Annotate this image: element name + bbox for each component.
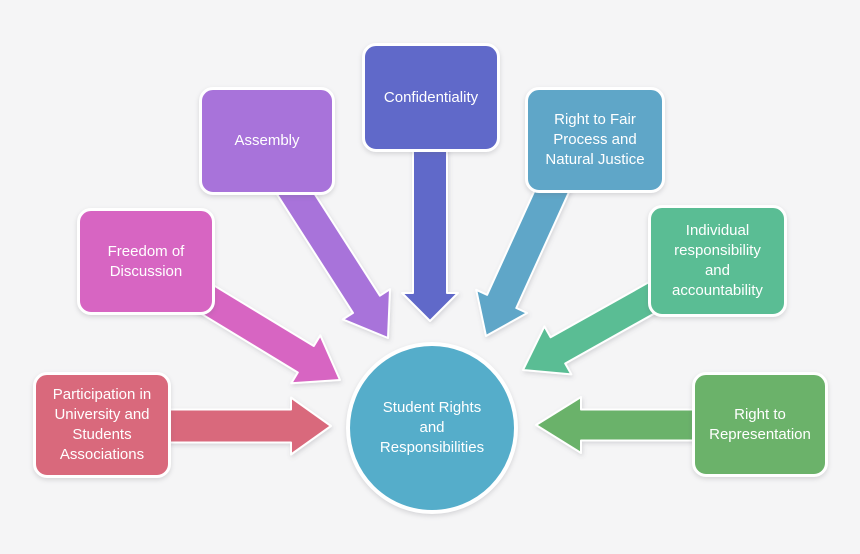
node-center-student-rights: Student Rights and Responsibilities [346,342,518,514]
node-representation: Right to Representation [692,372,828,477]
node-fair-process-label: Right to Fair Process and Natural Justic… [545,111,645,168]
node-fair-process: Right to Fair Process and Natural Justic… [525,87,665,193]
node-freedom-of-discussion: Freedom of Discussion [77,208,215,315]
arrow-confidentiality [401,144,459,322]
node-participation-label: Participation in University and Students… [52,386,152,463]
node-individual-responsibility: Individual responsibility and accountabi… [648,205,787,317]
arrow-participation [164,396,332,456]
arrow-freedom-of-discussion [191,280,341,385]
arrow-assembly [275,175,391,339]
node-confidentiality-label: Confidentiality [383,88,479,106]
arrow-fair-process [475,174,572,337]
node-center-label: Student Rights and Responsibilities [379,399,485,456]
node-participation: Participation in University and Students… [33,372,171,478]
node-individual-responsibility-label: Individual responsibility and accountabi… [672,222,763,299]
arrow-individual-responsibility [522,277,671,376]
node-assembly: Assembly [199,87,335,195]
node-freedom-of-discussion-label: Freedom of Discussion [107,242,185,280]
node-assembly-label: Assembly [234,132,300,150]
node-confidentiality: Confidentiality [362,43,500,152]
arrow-representation [535,396,701,454]
node-representation-label: Right to Representation [709,405,811,443]
